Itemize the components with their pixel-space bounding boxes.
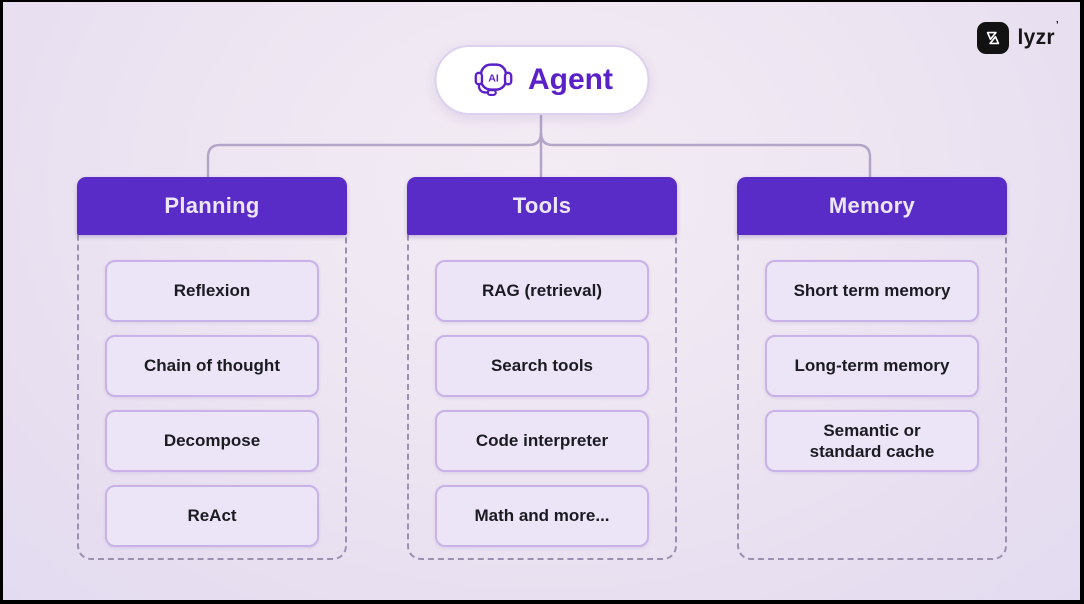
planning-item: Decompose <box>105 410 319 472</box>
memory-item: Long-term memory <box>765 335 979 397</box>
diagram-canvas: AI Agent lyzr’ Planning Reflexion Chain … <box>3 2 1080 600</box>
tools-items: RAG (retrieval) Search tools Code interp… <box>409 235 675 547</box>
agent-node: AI Agent <box>434 45 649 115</box>
trademark-mark: ’ <box>1055 20 1059 31</box>
connector-lines <box>206 115 872 177</box>
planning-header: Planning <box>77 177 347 235</box>
memory-header: Memory <box>737 177 1007 235</box>
lyzr-logo-icon <box>976 22 1009 54</box>
tools-column: Tools RAG (retrieval) Search tools Code … <box>407 177 677 560</box>
svg-text:AI: AI <box>488 72 499 84</box>
planning-items: Reflexion Chain of thought Decompose ReA… <box>79 235 345 547</box>
tools-item: Math and more... <box>435 485 649 547</box>
memory-item: Semantic or standard cache <box>765 410 979 472</box>
planning-item: ReAct <box>105 485 319 547</box>
planning-item: Reflexion <box>105 260 319 322</box>
planning-item: Chain of thought <box>105 335 319 397</box>
memory-column: Memory Short term memory Long-term memor… <box>737 177 1007 560</box>
ai-headset-icon: AI <box>470 57 516 103</box>
memory-item: Short term memory <box>765 260 979 322</box>
agent-node-label: Agent <box>528 63 613 96</box>
tools-item: RAG (retrieval) <box>435 260 649 322</box>
memory-items: Short term memory Long-term memory Seman… <box>739 235 1005 472</box>
brand-wordmark: lyzr’ <box>1017 20 1059 49</box>
tools-header: Tools <box>407 177 677 235</box>
brand-lockup: lyzr’ <box>976 20 1059 54</box>
planning-column: Planning Reflexion Chain of thought Deco… <box>77 177 347 560</box>
tools-item: Code interpreter <box>435 410 649 472</box>
tools-item: Search tools <box>435 335 649 397</box>
